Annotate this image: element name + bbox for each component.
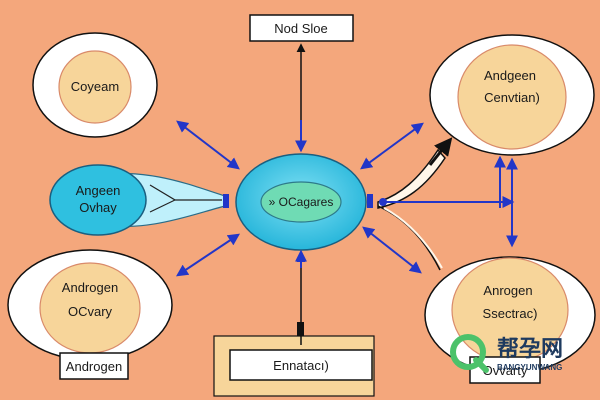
top-box	[249, 14, 354, 42]
arrow-left-top	[176, 120, 240, 170]
center-node-inner	[260, 181, 342, 223]
right-swoosh-lower	[377, 205, 441, 271]
right-bottom-node-line1: Anrogen	[483, 283, 532, 298]
center-label: » OCagares	[269, 195, 334, 209]
bottom-box	[229, 349, 373, 381]
left-mid-node-line2: Ovhay	[79, 200, 117, 215]
left-mid-node	[49, 164, 147, 236]
right-bottom-box-label: Ovvarty	[483, 363, 528, 378]
top-box-label: Nod Sloe	[274, 21, 327, 36]
q-logo-icon	[450, 334, 486, 370]
arrow-left-bottom	[176, 233, 240, 277]
left-top-node	[58, 50, 132, 124]
left-bottom-box-label: Androgen	[66, 359, 122, 374]
left-mid-node-line1: Angeen	[76, 183, 121, 198]
right-top-node	[457, 44, 567, 150]
bottom-box-label: Ennatacı)	[273, 358, 329, 373]
arrow-right-top	[360, 122, 424, 170]
left-top-node-label: Coyeam	[71, 79, 119, 94]
center-right-connector	[367, 194, 373, 208]
left-bottom-box	[59, 352, 129, 380]
left-bottom-node-line2: OCvary	[68, 304, 113, 319]
bottom-arrow-tip	[297, 322, 304, 336]
right-top-node-line1: Andgeen	[484, 68, 536, 83]
arrow-right-bottom	[362, 226, 422, 274]
watermark-subtitle: BANGYUNWANG	[497, 363, 562, 372]
watermark: 帮孕网 BANGYUNWANG	[450, 334, 563, 373]
right-bottom-node-line2: Ssectrac)	[483, 306, 538, 321]
center-left-connector	[223, 194, 229, 208]
right-swoosh-arrow	[428, 137, 453, 166]
watermark-title: 帮孕网	[497, 336, 563, 361]
right-top-node-line2: Cenvtian)	[484, 90, 540, 105]
left-bottom-node-line1: Androgen	[62, 280, 118, 295]
